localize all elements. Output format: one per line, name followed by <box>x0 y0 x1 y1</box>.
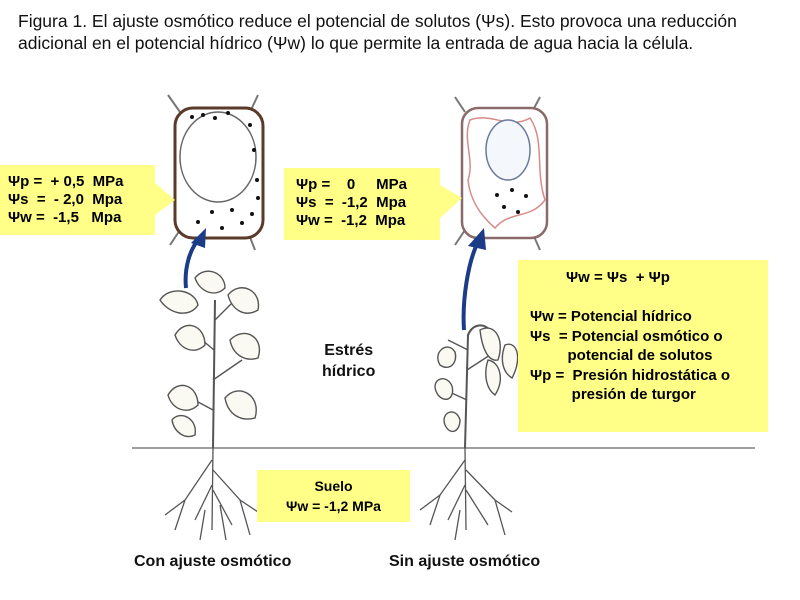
stress-line-2: hídrico <box>322 363 376 380</box>
right-plant <box>434 324 519 449</box>
left-cell <box>167 94 265 251</box>
legend-line-5: presión de turgor <box>530 386 696 403</box>
left-cell-potentials-box: Ψp = + 0,5 MPa Ψs = - 2,0 Mpa Ψw = -1,5 … <box>0 165 155 235</box>
left-plant-label: Con ajuste osmótico <box>134 553 292 570</box>
soil-value: Ψw = -1,2 MPa <box>286 498 381 514</box>
figure-caption: Figura 1. El ajuste osmótico reduce el p… <box>18 11 737 53</box>
soil-title: Suelo <box>314 478 353 494</box>
right-cell-potentials-box: Ψp = 0 MPa Ψs = -1,2 Mpa Ψw = -1,2 Mpa <box>284 168 440 240</box>
left-plant <box>159 270 261 449</box>
legend-line-3: potencial de solutos <box>530 347 713 364</box>
left-psi-w: Ψw = -1,5 Mpa <box>8 209 122 226</box>
left-roots <box>164 447 259 541</box>
legend-line-2: Ψs = Potencial osmótico o <box>530 327 723 345</box>
middle-psi-w: Ψw = -1,2 Mpa <box>296 212 406 229</box>
legend-line-4: Ψp = Presión hidrostática o <box>530 366 731 384</box>
left-psi-s: Ψs = - 2,0 Mpa <box>8 191 123 208</box>
soil-box: Suelo Ψw = -1,2 MPa <box>257 470 410 522</box>
left-arrow <box>183 228 206 289</box>
water-stress-label: Estrés hídrico <box>322 340 375 382</box>
middle-psi-s: Ψs = -1,2 Mpa <box>296 194 407 211</box>
legend-box: Ψw = Ψs + Ψp Ψw = Potencial hídrico Ψs =… <box>518 260 768 432</box>
left-psi-p: Ψp = + 0,5 MPa <box>8 173 124 190</box>
middle-box-pointer <box>440 185 462 218</box>
right-cell <box>454 96 549 251</box>
legend-formula: Ψw = Ψs + Ψp <box>566 269 670 286</box>
legend-line-1: Ψw = Potencial hídrico <box>530 308 692 325</box>
right-roots <box>419 447 513 541</box>
right-plant-label: Sin ajuste osmótico <box>389 553 541 570</box>
left-box-pointer <box>155 183 175 215</box>
right-arrow <box>461 228 486 331</box>
stress-line-1: Estrés <box>324 342 374 359</box>
middle-psi-p: Ψp = 0 MPa <box>296 176 407 193</box>
